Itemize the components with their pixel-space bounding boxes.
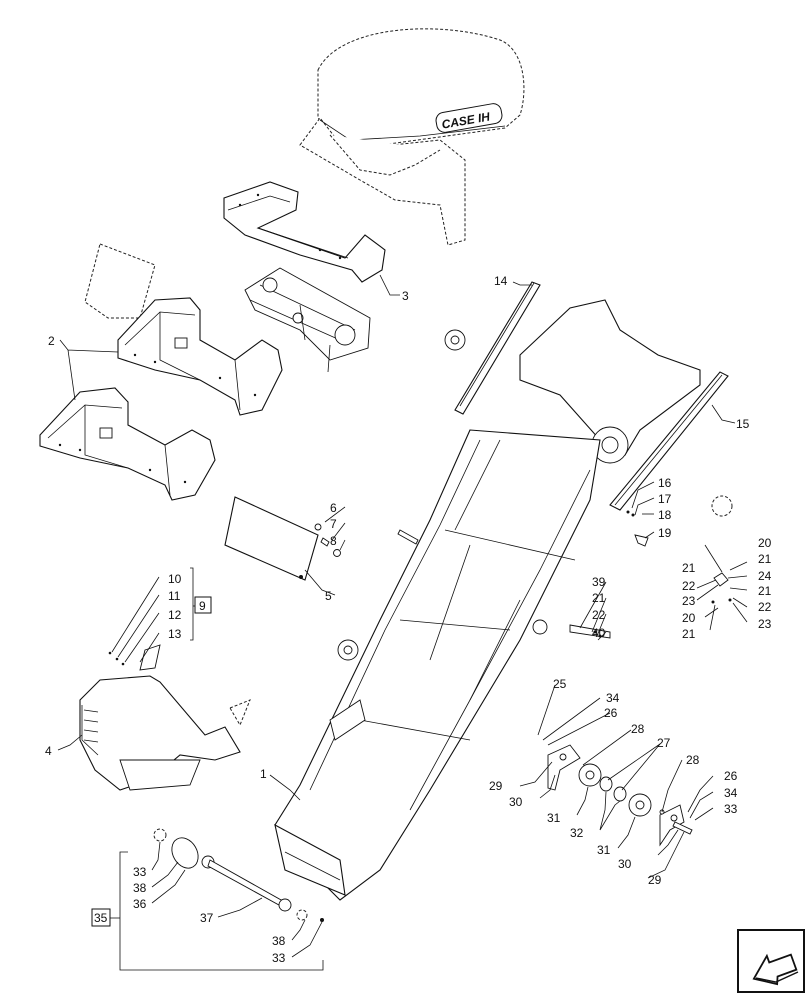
shaft-assembly bbox=[153, 828, 324, 922]
sprocket-31a bbox=[578, 763, 602, 787]
callout-17: 17 bbox=[658, 492, 672, 506]
callout-38b: 38 bbox=[272, 934, 286, 948]
callout-13: 13 bbox=[168, 627, 182, 641]
leader-lines bbox=[57, 274, 748, 971]
part-13-bracket bbox=[108, 644, 161, 671]
callout-12: 12 bbox=[168, 608, 182, 622]
part-2-feeder-upper bbox=[117, 297, 283, 416]
callout-18: 18 bbox=[658, 508, 672, 522]
callout-39: 39 bbox=[592, 575, 606, 589]
callout-22b: 22 bbox=[682, 579, 696, 593]
callout-36: 36 bbox=[133, 897, 147, 911]
callout-34a: 34 bbox=[606, 691, 620, 705]
callout-26b: 26 bbox=[724, 769, 738, 783]
callout-23a: 23 bbox=[758, 617, 772, 631]
callout-35: 35 bbox=[94, 911, 108, 925]
part-5-plate bbox=[224, 496, 319, 581]
callout-6: 6 bbox=[330, 501, 337, 515]
part-15-rail bbox=[609, 371, 729, 511]
hardware-6-7-8 bbox=[314, 523, 341, 557]
sprocket-right bbox=[711, 495, 733, 517]
bolt-29b bbox=[672, 821, 693, 835]
callout-33b: 33 bbox=[133, 865, 147, 879]
callout-14: 14 bbox=[494, 274, 508, 288]
callout-24: 24 bbox=[758, 569, 772, 583]
callout-1: 1 bbox=[260, 767, 267, 781]
callout-3: 3 bbox=[402, 289, 409, 303]
callout-21e: 21 bbox=[592, 591, 606, 605]
callout-33a: 33 bbox=[724, 802, 738, 816]
callout-labels: 3 2 14 15 16 17 18 19 6 7 8 5 10 11 12 1… bbox=[45, 274, 772, 965]
callout-27: 27 bbox=[657, 736, 671, 750]
part-2-feeder-lower bbox=[39, 387, 216, 501]
callout-5: 5 bbox=[325, 589, 332, 603]
callout-30b: 30 bbox=[618, 857, 632, 871]
callout-37: 37 bbox=[200, 911, 214, 925]
idler-arm-30a bbox=[547, 744, 581, 791]
callout-7: 7 bbox=[330, 517, 337, 531]
callout-22c: 22 bbox=[592, 608, 606, 622]
callout-2: 2 bbox=[48, 334, 55, 348]
bolt bbox=[397, 529, 419, 545]
callout-40: 40 bbox=[592, 626, 606, 640]
callout-28a: 28 bbox=[631, 722, 645, 736]
callout-4: 4 bbox=[45, 744, 52, 758]
callout-8: 8 bbox=[330, 534, 337, 548]
callout-29b: 29 bbox=[648, 873, 662, 887]
callout-25: 25 bbox=[553, 677, 567, 691]
bearing-32 bbox=[599, 776, 627, 802]
callout-20b: 20 bbox=[682, 611, 696, 625]
callout-38a: 38 bbox=[133, 881, 147, 895]
callout-21a: 21 bbox=[758, 552, 772, 566]
part-14-rail bbox=[454, 281, 541, 415]
case-ih-logo: CASE IH bbox=[435, 103, 503, 133]
callout-21d: 21 bbox=[682, 627, 696, 641]
callout-21c: 21 bbox=[682, 561, 696, 575]
sprocket-31b bbox=[628, 793, 652, 817]
callout-9: 9 bbox=[199, 599, 206, 613]
callout-10: 10 bbox=[168, 572, 182, 586]
part-3-chute-cover bbox=[223, 181, 386, 283]
side-panel bbox=[84, 243, 156, 319]
callout-15: 15 bbox=[736, 417, 750, 431]
callout-20a: 20 bbox=[758, 536, 772, 550]
sprocket-upper bbox=[444, 329, 466, 351]
callout-34b: 34 bbox=[724, 786, 738, 800]
grain-tank-hood bbox=[299, 28, 525, 246]
callout-11: 11 bbox=[168, 589, 181, 603]
callout-30a: 30 bbox=[509, 795, 523, 809]
callout-29a: 29 bbox=[489, 779, 503, 793]
drive-shaft-assembly bbox=[244, 267, 371, 373]
callout-33c: 33 bbox=[272, 951, 286, 965]
part-4-hopper bbox=[79, 675, 251, 791]
callout-31a: 31 bbox=[547, 811, 561, 825]
callout-16: 16 bbox=[658, 476, 672, 490]
callout-23b: 23 bbox=[682, 594, 696, 608]
callout-19: 19 bbox=[658, 526, 672, 540]
callout-21b: 21 bbox=[758, 584, 772, 598]
callout-31b: 31 bbox=[597, 843, 611, 857]
callout-26a: 26 bbox=[604, 706, 618, 720]
part-1-feeder-frame bbox=[274, 299, 701, 901]
back-navigation-button[interactable] bbox=[737, 929, 805, 993]
hardware-16-24 bbox=[569, 510, 732, 639]
callout-28b: 28 bbox=[686, 753, 700, 767]
callout-22a: 22 bbox=[758, 600, 772, 614]
arrow-back-icon bbox=[752, 953, 798, 986]
callout-32: 32 bbox=[570, 826, 584, 840]
sprocket-middle bbox=[337, 639, 359, 661]
